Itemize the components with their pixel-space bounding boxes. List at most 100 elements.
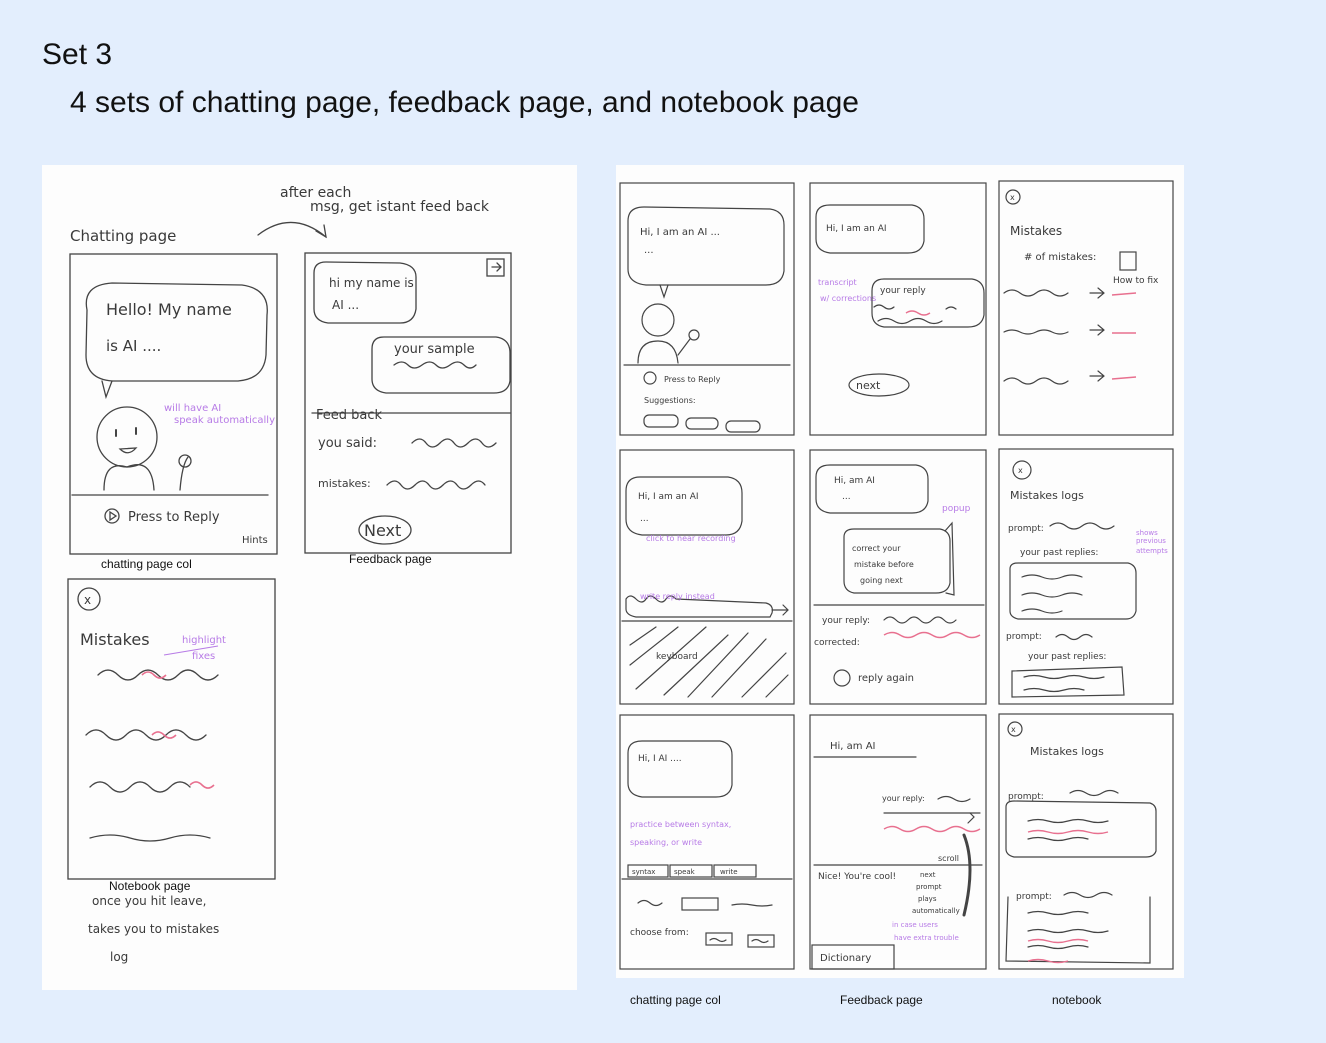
chatting-page-label: Chatting page bbox=[70, 227, 176, 245]
r2-feedback-corrected: corrected: bbox=[814, 638, 860, 648]
r2-notebook-note-line2: previous bbox=[1136, 537, 1166, 545]
page-subtitle: 4 sets of chatting page, feedback page, … bbox=[70, 86, 859, 119]
r1-chat-bubble-line2: ... bbox=[644, 245, 654, 256]
feedback-ai-line1: hi my name is bbox=[329, 276, 414, 290]
r2-chat-write-note: write reply instead bbox=[640, 592, 715, 601]
bottom-caption-chat: chatting page col bbox=[630, 993, 721, 1007]
r2-chat-bubble-line2: ... bbox=[640, 514, 649, 524]
notebook-caption: Notebook page bbox=[109, 879, 191, 893]
r2-notebook-close-icon: x bbox=[1018, 466, 1023, 475]
r3-notebook-close-icon: x bbox=[1011, 725, 1016, 734]
r2-notebook-prompt: prompt: bbox=[1008, 524, 1044, 534]
r2-feedback-popup-line3: going next bbox=[860, 576, 903, 585]
chat-note-line2: speak automatically bbox=[174, 415, 275, 426]
r1-feedback-note-line1: transcript bbox=[818, 278, 857, 287]
r1-chat-press: Press to Reply bbox=[664, 375, 721, 384]
feedback-mistakes: mistakes: bbox=[318, 477, 371, 490]
r3-feedback-auto-line4: automatically bbox=[912, 907, 960, 915]
feedback-user-bubble: your sample bbox=[394, 342, 475, 357]
r3-feedback-dictionary: Dictionary bbox=[820, 953, 871, 964]
r1-notebook-how: How to fix bbox=[1113, 276, 1159, 286]
notebook-note-line1: highlight bbox=[182, 635, 226, 646]
r2-notebook-prompt2: prompt: bbox=[1006, 632, 1042, 642]
r3-feedback-auto-line3: plays bbox=[918, 895, 937, 903]
arrow-note-line1: after each bbox=[280, 185, 351, 201]
r3-feedback-auto-line1: next bbox=[920, 871, 936, 879]
r3-notebook-frame bbox=[998, 713, 1174, 970]
r3-chat-note-line2: speaking, or write bbox=[630, 838, 702, 847]
r2-feedback-bubble-line2: ... bbox=[842, 492, 851, 502]
chat-caption: chatting page col bbox=[101, 557, 192, 571]
r1-chat-bubble-line1: Hi, I am an AI ... bbox=[640, 227, 720, 238]
r2-notebook-past: your past replies: bbox=[1020, 548, 1098, 558]
r1-feedback-note-line2: w/ corrections bbox=[820, 294, 876, 303]
page-title: Set 3 bbox=[42, 38, 113, 71]
r1-notebook-frame bbox=[998, 180, 1174, 436]
r3-feedback-frame bbox=[809, 714, 987, 970]
r1-feedback-frame bbox=[809, 182, 987, 436]
bottom-caption-feedback: Feedback page bbox=[840, 993, 923, 1007]
r1-feedback-reply: your reply bbox=[880, 286, 926, 296]
feedback-frame bbox=[304, 252, 512, 554]
bottom-caption-notebook: notebook bbox=[1052, 993, 1102, 1007]
r2-chat-bubble-line1: Hi, I am an AI bbox=[638, 492, 699, 502]
r3-feedback-top: Hi, am AI bbox=[830, 741, 876, 752]
r2-feedback-popup-line1: correct your bbox=[852, 544, 901, 553]
r2-notebook-title: Mistakes logs bbox=[1010, 489, 1084, 502]
r3-chat-frame bbox=[619, 714, 795, 970]
feedback-ai-line2: AI ... bbox=[332, 298, 359, 312]
r3-feedback-reply: your reply: bbox=[882, 794, 925, 803]
notebook-below-line3: log bbox=[110, 950, 128, 964]
r2-feedback-reply: your reply: bbox=[822, 616, 870, 626]
r3-feedback-nice: Nice! You're cool! bbox=[818, 872, 896, 882]
r2-notebook-past2: your past replies: bbox=[1028, 652, 1106, 662]
chat-press-to-reply: Press to Reply bbox=[128, 510, 220, 525]
r1-notebook-count: # of mistakes: bbox=[1024, 252, 1096, 263]
chat-hints-label: Hints bbox=[242, 535, 268, 546]
arrow-note-line2: msg, get istant feed back bbox=[310, 199, 490, 215]
r3-notebook-title: Mistakes logs bbox=[1030, 745, 1104, 758]
notebook-note-line2: fixes bbox=[192, 651, 215, 662]
right-sketch-sheet: Hi, I am an AI ... ... Press to Reply Su… bbox=[616, 165, 1184, 978]
r3-chat-tab-write: write bbox=[720, 868, 738, 876]
r3-notebook-prompt2: prompt: bbox=[1016, 892, 1052, 902]
chat-bubble-line1: Hello! My name bbox=[106, 300, 232, 319]
feedback-you-said: you said: bbox=[318, 436, 377, 451]
r3-notebook-prompt: prompt: bbox=[1008, 792, 1044, 802]
r1-notebook-close-icon: x bbox=[1010, 193, 1015, 202]
feedback-next-button: Next bbox=[364, 521, 401, 540]
r3-feedback-auto-line2: prompt bbox=[916, 883, 942, 891]
r2-feedback-popup-note: popup bbox=[942, 504, 971, 514]
feedback-label: Feed back bbox=[316, 408, 383, 423]
notebook-close-icon: x bbox=[84, 593, 91, 607]
r3-feedback-note-line2: have extra trouble bbox=[894, 934, 959, 942]
r3-chat-tab-speak: speak bbox=[674, 868, 696, 876]
right-sketch-drawing: Hi, I am an AI ... ... Press to Reply Su… bbox=[619, 180, 1174, 970]
r1-feedback-next: next bbox=[856, 379, 881, 392]
left-sketch-drawing: Chatting page after each msg, get istant… bbox=[67, 185, 512, 964]
r2-chat-keyboard: keyboard bbox=[656, 652, 698, 662]
r2-feedback-frame bbox=[809, 449, 987, 705]
chat-bubble-line2: is AI .... bbox=[106, 337, 161, 355]
r3-chat-bubble: Hi, I AI .... bbox=[638, 754, 682, 764]
feedback-caption: Feedback page bbox=[349, 552, 432, 566]
r1-chat-frame bbox=[619, 182, 795, 436]
chat-bubble bbox=[85, 282, 268, 382]
r2-feedback-again: reply again bbox=[858, 673, 914, 684]
r3-chat-choose: choose from: bbox=[630, 928, 689, 938]
r1-notebook-title: Mistakes bbox=[1010, 224, 1062, 238]
left-sketch-sheet: Chatting page after each msg, get istant… bbox=[42, 165, 577, 990]
notebook-title: Mistakes bbox=[80, 630, 150, 649]
notebook-below-line1: once you hit leave, bbox=[92, 894, 206, 908]
r1-feedback-bubble: Hi, I am an AI bbox=[826, 224, 887, 234]
notebook-below-line2: takes you to mistakes bbox=[88, 922, 219, 936]
r2-notebook-frame bbox=[998, 448, 1174, 705]
chat-frame bbox=[69, 253, 278, 555]
r2-chat-click-note: click to hear recording bbox=[646, 534, 736, 543]
r2-notebook-note-line3: attempts bbox=[1136, 547, 1168, 555]
r2-feedback-popup-line2: mistake before bbox=[854, 560, 914, 569]
r1-chat-suggestions: Suggestions: bbox=[644, 396, 696, 405]
r2-chat-frame bbox=[619, 449, 795, 705]
r3-feedback-scroll: scroll bbox=[938, 854, 959, 863]
r3-feedback-note-line1: in case users bbox=[892, 921, 938, 929]
